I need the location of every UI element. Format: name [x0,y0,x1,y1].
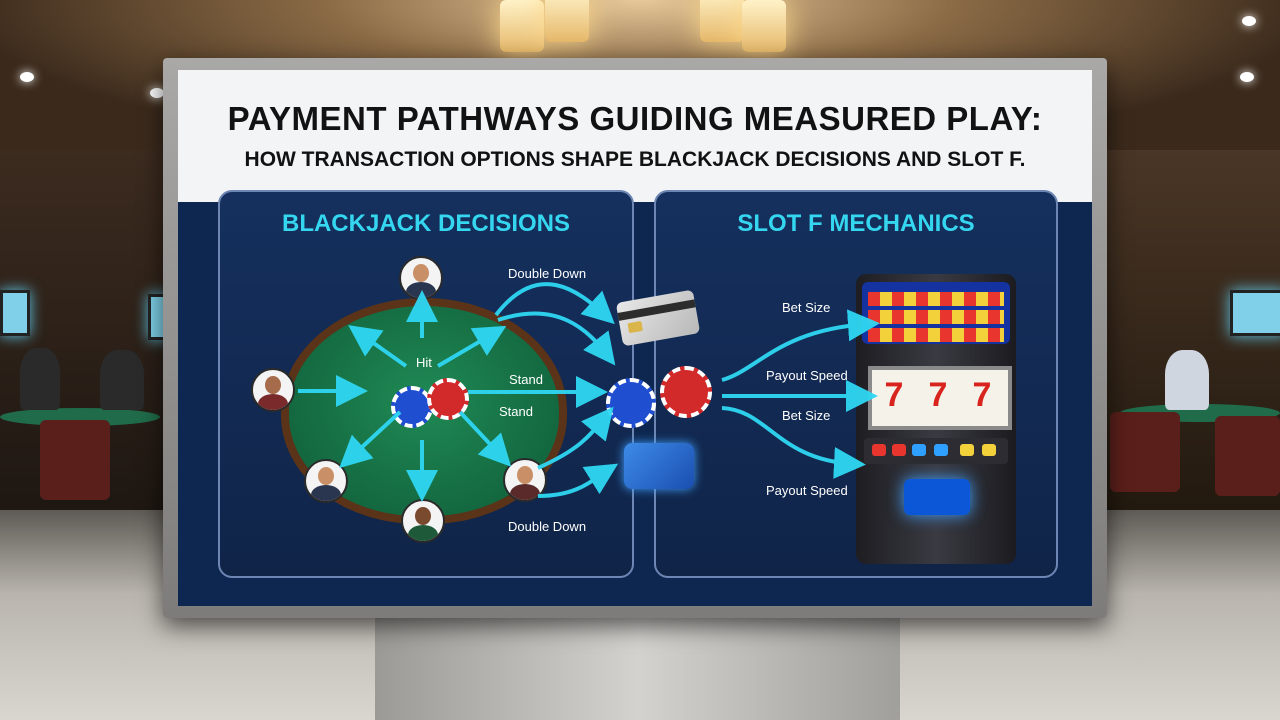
page-title: PAYMENT PATHWAYS GUIDING MEASURED PLAY: [227,100,1043,137]
background-screen [0,290,30,336]
slot-bill-acceptor [904,479,970,515]
arrow [721,309,880,382]
casino-chip-icon [660,366,712,418]
background-chair [1215,416,1280,496]
background-screen [1230,290,1280,336]
background-chair [1110,412,1180,492]
player-avatar-icon [251,368,295,412]
slot-button-panel [864,438,1008,464]
background-person [1165,350,1209,410]
label-double-down: Double Down [508,266,587,281]
background-chair [40,420,110,500]
reel-symbol: 7 [928,376,948,414]
label-hit: Hit [416,355,432,370]
arrow [537,406,614,470]
arrow [537,463,619,498]
ceiling-light [150,88,164,98]
background-person [20,348,60,410]
monitor-stand [375,612,900,720]
ceiling-light [1242,16,1256,26]
label-stand: Stand [509,372,543,387]
arrow [494,282,615,325]
page-subtitle: HOW TRANSACTION OPTIONS SHAPE BLACKJACK … [244,148,1026,171]
background-person [100,350,144,410]
chandelier [500,0,544,52]
chandelier [545,0,589,42]
display-screen: PAYMENT PATHWAYS GUIDING MEASURED PLAY: … [178,70,1092,606]
player-avatar-icon [401,499,445,543]
flow-arrows [298,282,880,502]
label-bet-size: Bet Size [782,300,831,315]
chandelier [742,0,786,52]
wallet-icon [624,443,694,489]
reel-symbol: 7 [972,376,992,414]
background-table [0,408,160,426]
ceiling-light [1240,72,1254,82]
label-double-down: Double Down [508,519,587,534]
slot-reels: 7 7 7 [868,366,1012,430]
arrow [339,410,402,469]
slot-top-display [862,282,1010,344]
arrow [721,406,866,479]
slot-machine-icon: 7 7 7 [856,274,1016,564]
label-payout-speed: Payout Speed [766,368,848,383]
arrow [348,325,408,368]
arrow [458,410,512,467]
blackjack-panel-title: BLACKJACK DECISIONS [281,210,571,237]
label-bet-size: Bet Size [782,408,831,423]
arrow [436,325,507,368]
label-stand: Stand [499,404,533,419]
chandelier [700,0,744,42]
casino-chip-icon [606,378,656,428]
reel-symbol: 7 [884,376,904,414]
ceiling-light [20,72,34,82]
arrow [497,311,616,366]
label-payout-speed: Payout Speed [766,483,848,498]
slot-panel-title: SLOT F MECHANICS [737,210,975,237]
title-band: PAYMENT PATHWAYS GUIDING MEASURED PLAY: … [178,70,1092,202]
